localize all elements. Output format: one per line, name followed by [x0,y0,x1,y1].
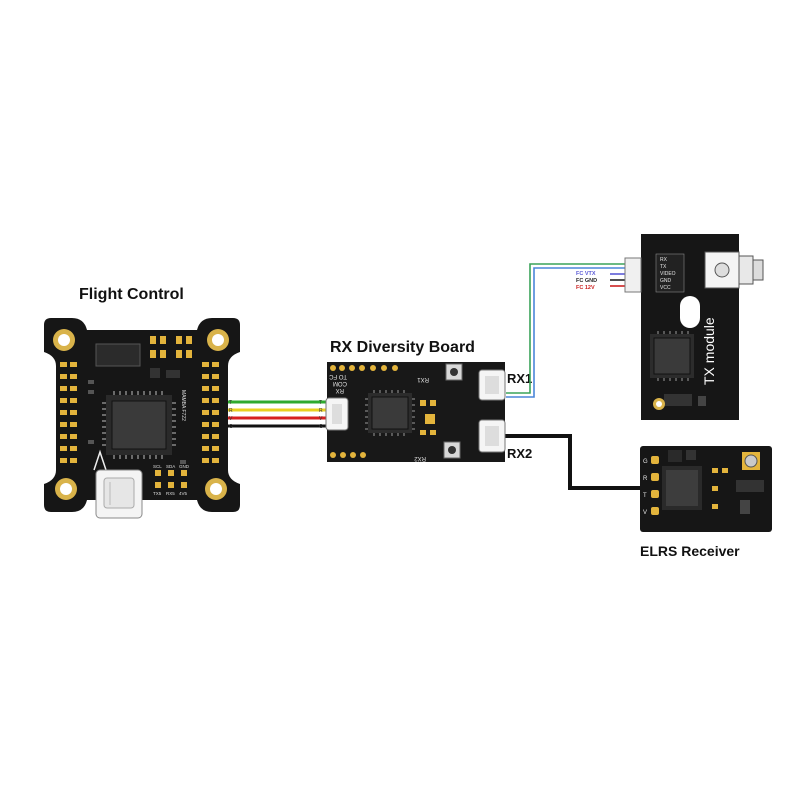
tx-fc-label-gnd: FC GND [576,278,597,284]
rx-silk-rx: RX [336,387,344,393]
rx-silk-rx1: RX1 [417,376,429,382]
fc-top-chip [95,343,141,367]
fc-wire-pin-r: R [229,408,233,414]
rx2-connector [478,419,506,453]
tx-pin-header [624,257,642,293]
fc-to-rx-wire-harness [226,400,326,428]
rx-silk-com: COM [333,380,347,386]
elrs-antenna-connector [744,454,758,468]
fc-wire-pin-g: G [229,424,233,430]
fc-silk-scl: SCL [153,464,162,469]
flight-controller-board: MAMBA F722 SCL SDA GND TX5 RX5 4V5 [44,318,240,519]
tx-mcu-chip [650,331,694,381]
fc-mcu-chip [102,391,176,459]
rx1-connector-label: RX1 [507,371,533,386]
elrs-receiver-title: ELRS Receiver [640,543,740,559]
rx-button-bottom [443,441,461,459]
fc-right-pads [202,362,219,463]
tx-module-title: TX module [701,317,717,385]
fc-wire-pin-v: V [229,416,233,422]
fc-brand-silk: MAMBA F722 [180,390,186,421]
tx-pin-vcc: VCC [660,285,671,291]
rx2-connector-label: RX2 [507,446,533,461]
rx-diversity-board-title: RX Diversity Board [330,339,475,356]
flight-control-title: Flight Control [79,286,184,303]
tx-pin-tx: TX [660,264,667,270]
tx-fc-label-12v: FC 12V [576,285,595,291]
elrs-pin-g: G [643,459,648,465]
fc-top-pads [150,336,192,358]
tx-pin-video: VIDEO [660,271,676,277]
wire-green-thin [506,263,625,394]
tx-slot [680,296,700,328]
fc-silk-rx5: RX5 [166,491,175,496]
fc-silk-sda: SDA [166,464,175,469]
fc-bottom-pads [155,470,187,488]
elrs-pin-r: R [643,476,648,482]
rx-mcu-chip [365,390,415,436]
fc-silk-4v5: 4V5 [179,491,188,496]
rx-button-top [445,363,463,381]
wire-blue-thin [506,267,625,398]
fc-wire-pin-t: T [229,400,232,406]
rx-wire-pin-r: R [319,408,323,414]
rx-wire-pin-v: V [319,416,323,422]
rx-silk-to-fc: TO FC [328,373,347,379]
tx-pin-gnd: GND [660,278,672,284]
rx2-to-elrs-wire [505,434,642,490]
rx-silk-rx2: RX2 [414,455,426,461]
elrs-receiver-board: G R T V [640,446,772,532]
rx1-to-tx-module-wires [506,263,625,398]
elrs-pin-t: T [643,493,647,499]
fc-silk-gnd: GND [179,464,190,469]
tx-sma-antenna-connector [704,251,764,289]
rx1-connector [478,369,506,401]
rx-diversity-board: TO FC COM RX RX1 RX2 T R V G [319,362,506,462]
elrs-module-chip [662,466,702,510]
rx-wire-pin-g: G [319,424,323,430]
tx-fc-label-vtx: FC VTX [576,271,596,277]
rx-pcb [327,362,505,462]
rx-gold-pads [330,365,436,458]
rx-wire-pin-t: T [319,400,322,406]
tx-module-board: RX TX VIDEO GND VCC FC VTX FC GND FC 12V [576,234,764,420]
fc-silk-tx5: TX5 [153,491,162,496]
rx-to-fc-connector [325,397,349,431]
tx-pin-rx: RX [660,257,668,263]
elrs-pin-v: V [643,510,647,516]
fc-direction-arrow [93,449,107,471]
fc-usb-c-port [95,469,143,519]
fc-left-pads [60,362,77,463]
